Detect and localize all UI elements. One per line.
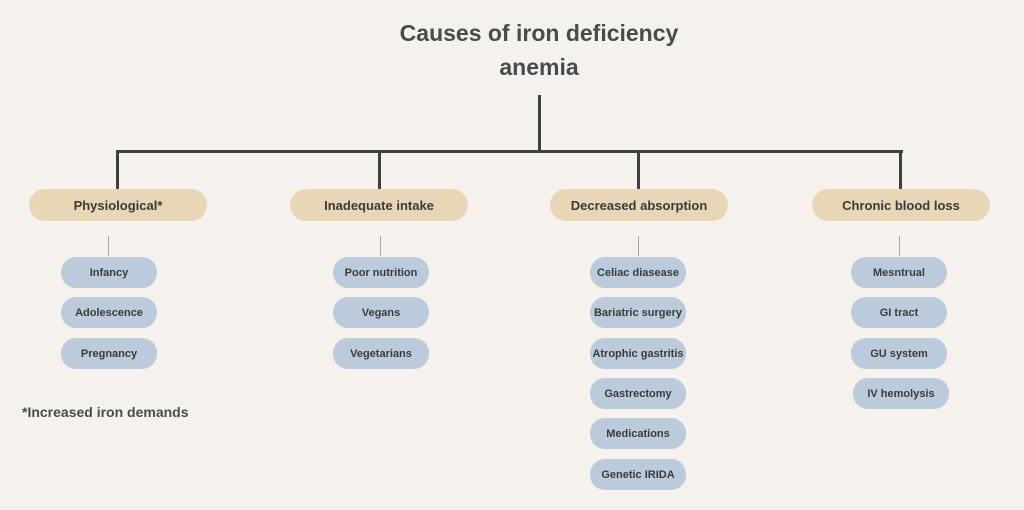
branch-connector-physiological (116, 150, 119, 190)
tick-physiological (108, 236, 109, 256)
tick-intake (380, 236, 381, 256)
branch-connector-intake (378, 150, 381, 190)
root-connector (538, 95, 541, 153)
leaf-genetic-irida: Genetic IRIDA (590, 459, 686, 490)
title-line-2: anemia (499, 54, 579, 80)
horizontal-connector (116, 150, 903, 153)
category-chronic-blood-loss: Chronic blood loss (812, 189, 990, 221)
leaf-gi-tract: GI tract (851, 297, 947, 328)
branch-connector-blood-loss (899, 150, 902, 190)
leaf-atrophic-gastritis: Atrophic gastritis (590, 338, 686, 369)
branch-connector-absorption (637, 150, 640, 190)
leaf-gu-system: GU system (851, 338, 947, 369)
leaf-infancy: Infancy (61, 257, 157, 288)
leaf-menstrual: Mesntrual (851, 257, 947, 288)
footnote: *Increased iron demands (22, 404, 189, 420)
leaf-adolescence: Adolescence (61, 297, 157, 328)
leaf-bariatric-surgery: Bariatric surgery (590, 297, 686, 328)
tick-absorption (638, 236, 639, 256)
diagram-title: Causes of iron deficiency anemia (339, 16, 739, 84)
leaf-iv-hemolysis: IV hemolysis (853, 378, 949, 409)
leaf-poor-nutrition: Poor nutrition (333, 257, 429, 288)
leaf-gastrectomy: Gastrectomy (590, 378, 686, 409)
category-physiological: Physiological* (29, 189, 207, 221)
leaf-vegetarians: Vegetarians (333, 338, 429, 369)
leaf-pregnancy: Pregnancy (61, 338, 157, 369)
leaf-medications: Medications (590, 418, 686, 449)
title-line-1: Causes of iron deficiency (399, 20, 679, 46)
category-inadequate-intake: Inadequate intake (290, 189, 468, 221)
leaf-celiac: Celiac diasease (590, 257, 686, 288)
category-decreased-absorption: Decreased absorption (550, 189, 728, 221)
leaf-vegans: Vegans (333, 297, 429, 328)
tick-blood-loss (899, 236, 900, 256)
